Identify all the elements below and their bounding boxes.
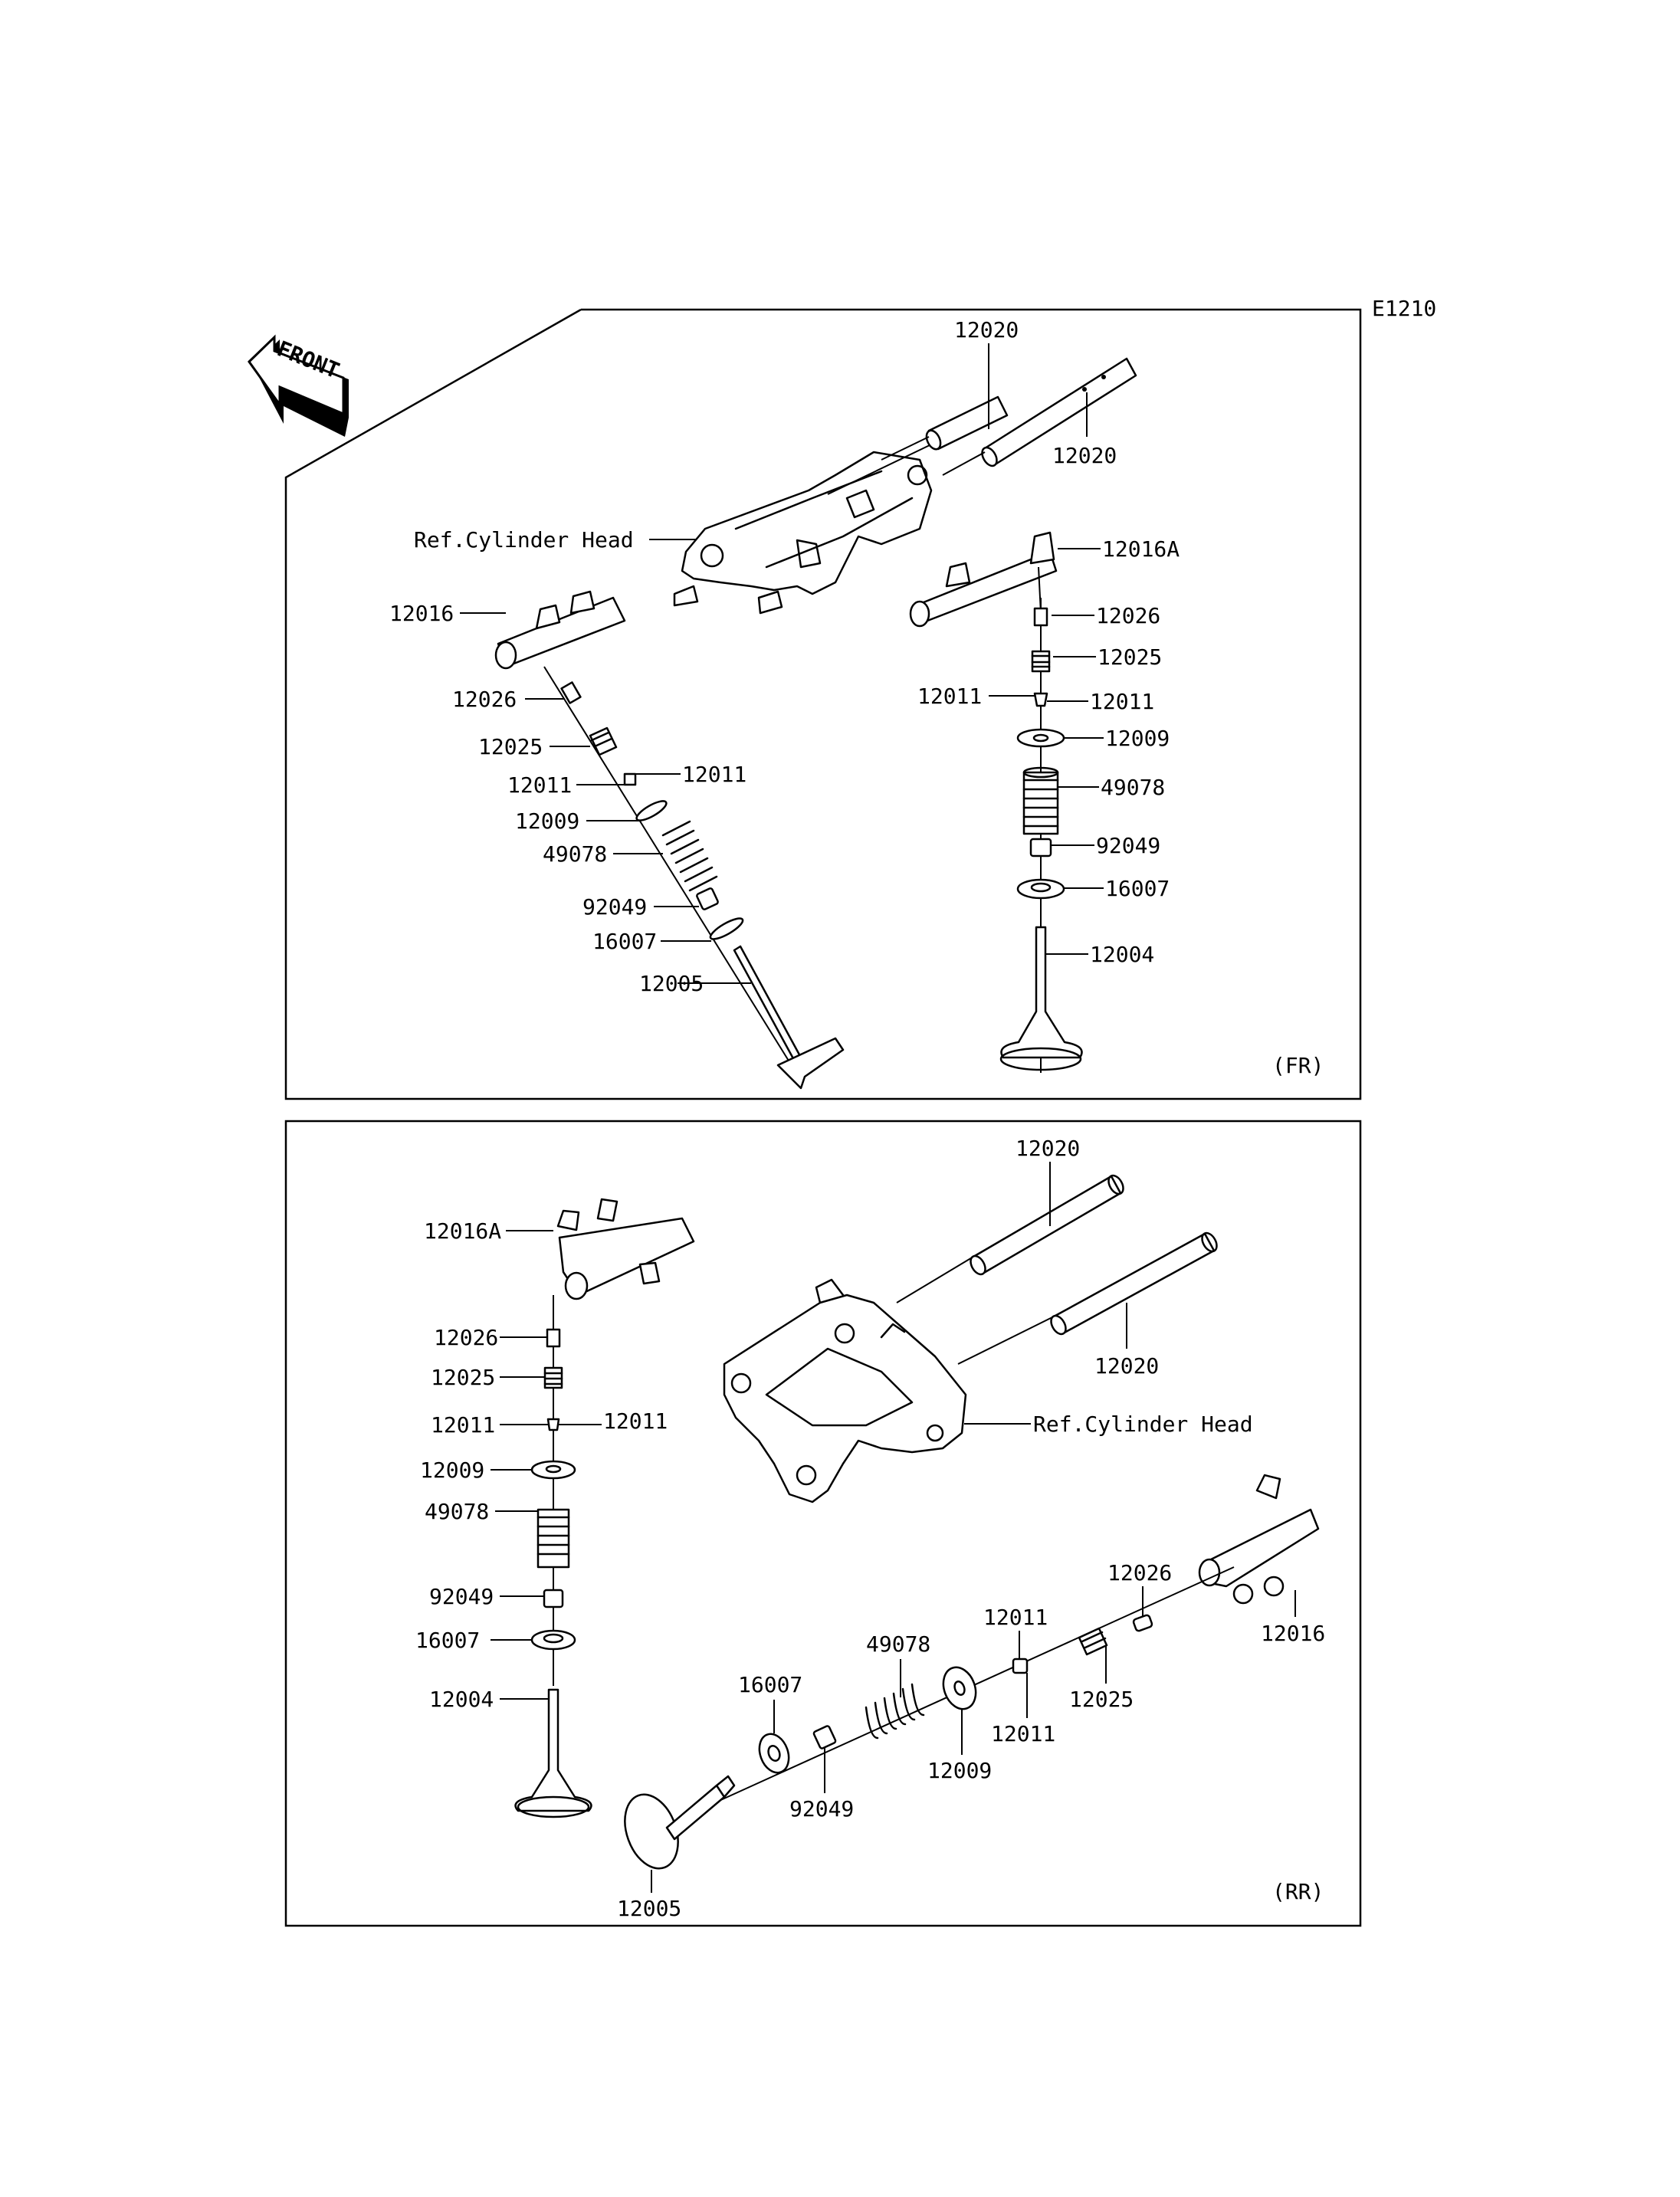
- label-rr-cotter-right-1: 12011: [983, 1605, 1048, 1630]
- rocker-arm-rr-left: [556, 1198, 695, 1300]
- seal-fr-left: [696, 887, 719, 910]
- label-rr-seat-right: 16007: [738, 1672, 802, 1697]
- rocker-arm-rr-right: [1198, 1474, 1320, 1617]
- panel-rr-tag: (RR): [1272, 1879, 1324, 1904]
- label-fr-spring-right: 49078: [1101, 775, 1165, 800]
- label-rr-shaft-a: 12020: [1016, 1136, 1080, 1161]
- rocker-shaft-fr-b: [942, 357, 1137, 476]
- label-fr-cotter-right-1: 12011: [917, 684, 982, 709]
- label-rr-ref-cylinder-head: Ref.Cylinder Head: [1033, 1412, 1253, 1437]
- label-fr-cotter-left-1: 12011: [507, 772, 572, 798]
- label-fr-seal-left: 92049: [582, 894, 647, 920]
- label-fr-seat-right: 16007: [1105, 876, 1170, 901]
- label-fr-valve-in: 12004: [1090, 942, 1154, 967]
- rocker-arm-fr-left: [494, 590, 626, 670]
- adjuster-fr-right: [1033, 607, 1048, 627]
- valve-stem-rr-right: [665, 1775, 736, 1841]
- label-fr-cotter-right-2: 12011: [1090, 689, 1154, 714]
- label-fr-cotter-left-2: 12011: [682, 762, 746, 787]
- spring-rr-right: [865, 1683, 925, 1740]
- label-rr-seal-left: 92049: [429, 1584, 494, 1609]
- cotter-rr-left: [546, 1418, 560, 1431]
- label-rr-seat-left: 16007: [415, 1628, 480, 1653]
- valve-stack-fr-right: [999, 598, 1083, 1073]
- label-fr-adj-right: 12026: [1096, 603, 1160, 628]
- spring-fr-right: [1022, 771, 1059, 835]
- label-rr-cotter-left-2: 12011: [603, 1408, 668, 1434]
- label-fr-shaft-b: 12020: [1052, 443, 1117, 468]
- adjuster-fr-left: [560, 681, 582, 704]
- locknut-fr-left: [589, 726, 618, 756]
- valve-stem-fr-left: [733, 945, 802, 1063]
- label-fr-ref-cylinder-head: Ref.Cylinder Head: [414, 527, 634, 553]
- label-fr-rocker-left: 12016: [389, 601, 454, 626]
- label-rr-retainer-left: 12009: [420, 1458, 484, 1483]
- cotter-rr-right: [1012, 1658, 1029, 1674]
- seat-fr-left: [709, 917, 744, 940]
- label-rr-cotter-right-2: 12011: [991, 1721, 1055, 1746]
- cylinder-head-fr: [673, 444, 933, 615]
- label-rr-rocker-left: 12016A: [424, 1218, 501, 1244]
- label-rr-valve-in: 12004: [429, 1687, 494, 1712]
- cotter-fr-left: [623, 772, 637, 786]
- label-rr-spring-left: 49078: [425, 1499, 489, 1524]
- label-rr-valve-ex: 12005: [617, 1896, 681, 1921]
- valve-stack-fr-left: [543, 666, 845, 1090]
- adjuster-rr-left: [546, 1328, 561, 1348]
- label-rr-cotter-left-1: 12011: [431, 1412, 495, 1438]
- panel-rr-frame: [284, 1120, 1362, 1927]
- diagram-code: E1210: [1372, 296, 1436, 321]
- label-rr-retainer-right: 12009: [927, 1758, 992, 1783]
- front-arrow-icon: FRONT: [248, 334, 349, 437]
- seal-rr-left: [543, 1589, 564, 1608]
- spring-fr-left: [661, 820, 718, 892]
- rocker-arm-fr-right: [909, 531, 1058, 628]
- valve-head-fr-left: [776, 1037, 845, 1090]
- valve-rr-left: [514, 1688, 592, 1812]
- cotter-fr-right: [1033, 692, 1048, 707]
- label-fr-nut-right: 12025: [1098, 644, 1162, 670]
- label-rr-adj-left: 12026: [434, 1325, 498, 1350]
- label-rr-nut-right: 12025: [1069, 1687, 1134, 1712]
- label-rr-seal-right: 92049: [789, 1796, 854, 1822]
- valve-stack-rr-left: [514, 1295, 592, 1818]
- label-rr-nut-left: 12025: [431, 1365, 495, 1390]
- seal-fr-right: [1029, 838, 1052, 857]
- label-fr-adj-left: 12026: [452, 687, 517, 712]
- label-fr-retainer-right: 12009: [1105, 726, 1170, 751]
- panel-fr: 12020 12020 Ref.Cylinder Head 12016 1201…: [284, 308, 1362, 1100]
- label-rr-adj-right: 12026: [1107, 1560, 1172, 1585]
- leaders-fr: [460, 343, 1104, 984]
- label-rr-rocker-right: 12016: [1261, 1621, 1325, 1646]
- spring-rr-left: [536, 1508, 570, 1569]
- cylinder-head-rr: [723, 1256, 1055, 1503]
- label-fr-nut-left: 12025: [478, 734, 543, 759]
- leaders-rr: [491, 1162, 1144, 1893]
- label-fr-rocker-right: 12016A: [1102, 536, 1180, 562]
- retainer-fr-left: [635, 800, 668, 821]
- adjuster-rr-right: [1132, 1614, 1153, 1632]
- panel-fr-tag: (FR): [1272, 1053, 1324, 1078]
- label-fr-shaft-a: 12020: [954, 317, 1019, 343]
- panel-fr-frame: [284, 308, 1362, 1100]
- rocker-shaft-rr-a: [970, 1174, 1124, 1276]
- label-fr-seat-left: 16007: [592, 929, 657, 954]
- label-fr-retainer-left: 12009: [515, 808, 579, 834]
- label-fr-valve-ex: 12005: [639, 971, 704, 996]
- rocker-shaft-rr-b: [1050, 1231, 1218, 1336]
- seal-rr-right: [812, 1725, 837, 1749]
- panel-rr: 12020 12020 Ref.Cylinder Head 12016A 120…: [284, 1120, 1362, 1927]
- label-rr-shaft-b: 12020: [1094, 1353, 1159, 1379]
- rocker-shaft-fr-a: [881, 395, 1009, 461]
- label-rr-spring-right: 49078: [866, 1631, 930, 1657]
- valve-fr-right: [1000, 926, 1083, 1059]
- label-fr-spring-left: 49078: [543, 841, 607, 867]
- valve-stack-rr-right: [624, 1566, 1235, 1870]
- label-fr-seal-right: 92049: [1096, 833, 1160, 858]
